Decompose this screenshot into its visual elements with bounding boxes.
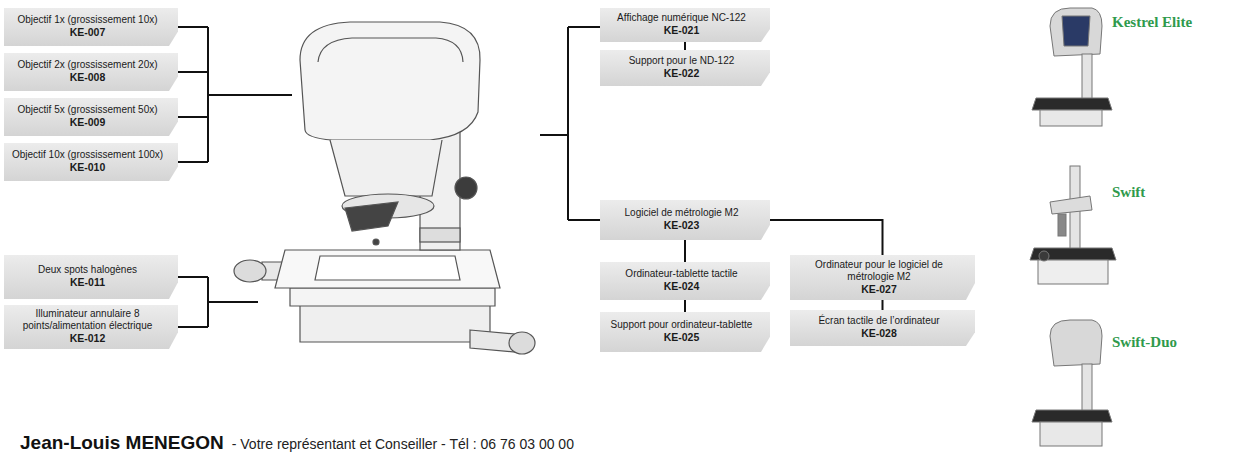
contact-details: - Votre représentant et Conseiller - Tél… bbox=[232, 436, 574, 452]
accessory-box: Écran tactile de l’ordinateurKE-028 bbox=[790, 310, 975, 346]
connector-line bbox=[684, 42, 686, 50]
item-code: KE-028 bbox=[861, 327, 897, 340]
accessory-box: Affichage numérique NC-122KE-021 bbox=[600, 8, 770, 42]
accessory-box: Logiciel de métrologie M2KE-023 bbox=[600, 200, 770, 240]
item-description: Support pour le ND-122 bbox=[629, 55, 735, 67]
connector-line bbox=[770, 220, 883, 255]
accessory-box: Deux spots halogènesKE-011 bbox=[4, 255, 178, 299]
item-description: Illuminateur annulaire 8 points/alimenta… bbox=[9, 308, 166, 332]
accessory-box: Illuminateur annulaire 8 points/alimenta… bbox=[4, 305, 178, 349]
connector-line bbox=[882, 300, 884, 310]
item-code: KE-009 bbox=[70, 116, 106, 129]
connector-line bbox=[684, 240, 686, 262]
item-code: KE-012 bbox=[70, 332, 106, 345]
accessory-box: Objectif 2x (grossissement 20x)KE-008 bbox=[4, 53, 178, 91]
accessory-box: Objectif 5x (grossissement 50x)KE-009 bbox=[4, 98, 178, 136]
item-description: Objectif 5x (grossissement 50x) bbox=[17, 104, 157, 116]
product-thumbnails bbox=[1030, 8, 1116, 446]
item-code: KE-025 bbox=[664, 331, 700, 344]
item-description: Objectif 2x (grossissement 20x) bbox=[17, 59, 157, 71]
item-code: KE-008 bbox=[70, 71, 106, 84]
accessory-box: Support pour le ND-122KE-022 bbox=[600, 50, 770, 86]
item-description: Ordinateur pour le logiciel de métrologi… bbox=[795, 259, 963, 283]
item-code: KE-007 bbox=[70, 26, 106, 39]
item-code: KE-023 bbox=[664, 219, 700, 232]
item-description: Écran tactile de l’ordinateur bbox=[818, 315, 939, 327]
product-name: Swift bbox=[1112, 184, 1145, 201]
product-name: Kestrel Elite bbox=[1112, 14, 1192, 31]
connector-line bbox=[684, 300, 686, 312]
contact-name: Jean-Louis MENEGON bbox=[20, 432, 224, 454]
accessory-box: Ordinateur-tablette tactileKE-024 bbox=[600, 262, 770, 300]
accessory-box: Ordinateur pour le logiciel de métrologi… bbox=[790, 255, 975, 300]
item-description: Objectif 1x (grossissement 10x) bbox=[17, 14, 157, 26]
item-description: Deux spots halogènes bbox=[38, 264, 137, 276]
product-name: Swift-Duo bbox=[1112, 334, 1177, 351]
accessory-box: Objectif 1x (grossissement 10x)KE-007 bbox=[4, 8, 178, 46]
accessory-box: Objectif 10x (grossissement 100x)KE-010 bbox=[4, 143, 178, 181]
item-code: KE-011 bbox=[70, 276, 105, 289]
item-description: Ordinateur-tablette tactile bbox=[625, 268, 737, 280]
accessory-box: Support pour ordinateur-tabletteKE-025 bbox=[600, 312, 770, 352]
item-code: KE-027 bbox=[861, 283, 897, 296]
microscope-drawing bbox=[234, 22, 535, 354]
item-description: Affichage numérique NC-122 bbox=[617, 12, 746, 24]
item-code: KE-024 bbox=[664, 280, 700, 293]
item-description: Support pour ordinateur-tablette bbox=[611, 319, 753, 331]
item-description: Logiciel de métrologie M2 bbox=[625, 207, 739, 219]
item-code: KE-010 bbox=[70, 161, 106, 174]
item-code: KE-022 bbox=[664, 67, 700, 80]
item-code: KE-021 bbox=[664, 24, 700, 37]
item-description: Objectif 10x (grossissement 100x) bbox=[12, 149, 163, 161]
